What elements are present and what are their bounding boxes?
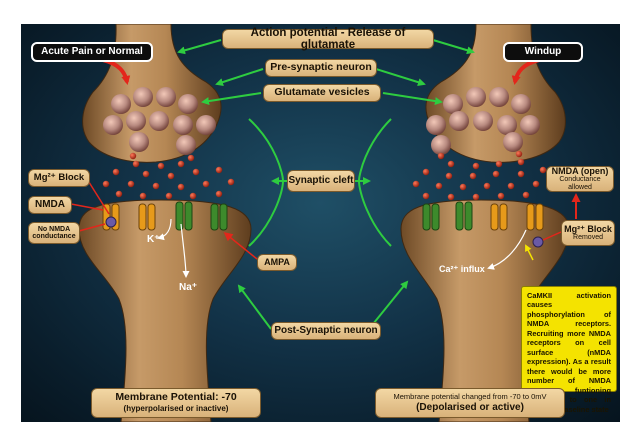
presynaptic-arrow-right bbox=[376, 69, 424, 84]
ca-influx-label: Ca²⁺ influx bbox=[439, 264, 485, 275]
postsynaptic-arrow-left bbox=[239, 286, 271, 329]
left-cleft-bracket bbox=[249, 119, 283, 246]
acute-pain-label: Acute Pain or Normal bbox=[31, 42, 153, 62]
k-ion-label: K⁺ bbox=[147, 234, 160, 245]
membrane-potential-right: Membrane potential changed from -70 to 0… bbox=[375, 388, 565, 418]
nmda-open-title: NMDA (open) bbox=[552, 167, 609, 176]
postsynaptic-label: Post-Synaptic neuron bbox=[271, 322, 381, 340]
synaptic-cleft-label: Synaptic cleft bbox=[287, 170, 355, 192]
action-potential-label: Action potential - Release of glutamate bbox=[222, 29, 434, 49]
mg-block-removed-subtitle: Removed bbox=[573, 234, 603, 241]
ampa-label: AMPA bbox=[257, 254, 297, 271]
mg-block-removed-label: Mg²⁺ Block Removed bbox=[561, 220, 615, 246]
membrane-right-title: Membrane potential changed from -70 to 0… bbox=[394, 393, 547, 401]
mg-block-label: Mg²⁺ Block bbox=[28, 169, 90, 187]
camkii-note: CaMKII activation causes phosphorylation… bbox=[521, 286, 617, 392]
membrane-left-title: Membrane Potential: -70 bbox=[115, 392, 236, 403]
windup-label: Windup bbox=[503, 42, 583, 62]
membrane-potential-left: Membrane Potential: -70 (hyperpolarised … bbox=[91, 388, 261, 418]
membrane-left-subtitle: (hyperpolarised or inactive) bbox=[124, 405, 229, 413]
presynaptic-label: Pre-synaptic neuron bbox=[265, 59, 377, 77]
action-potential-arrow-right bbox=[433, 40, 473, 52]
right-cleft-bracket bbox=[359, 119, 391, 246]
nmda-label: NMDA bbox=[28, 196, 72, 214]
nmda-open-subtitle: Conductance allowed bbox=[547, 176, 613, 191]
action-potential-arrow-left bbox=[179, 40, 221, 52]
membrane-right-subtitle: (Depolarised or active) bbox=[416, 403, 524, 414]
na-ion-label: Na⁺ bbox=[179, 282, 197, 293]
nmda-open-label: NMDA (open) Conductance allowed bbox=[546, 166, 614, 192]
mg-block-removed-title: Mg²⁺ Block bbox=[564, 225, 612, 234]
presynaptic-arrow-left bbox=[217, 69, 263, 84]
no-nmda-label: No NMDA conductance bbox=[28, 222, 80, 244]
vesicles-label: Glutamate vesicles bbox=[263, 84, 381, 102]
diagram-frame: Action potential - Release of glutamate … bbox=[21, 24, 620, 422]
